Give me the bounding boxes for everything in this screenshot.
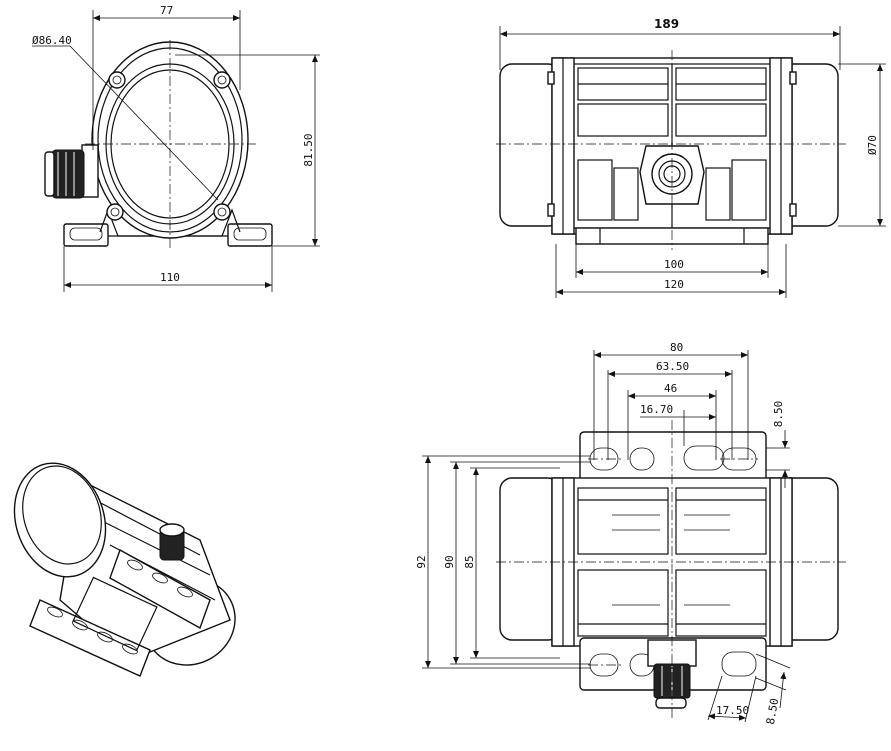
dim-120: 120 (664, 278, 684, 291)
side-view (496, 50, 846, 250)
dim-16-70: 16.70 (640, 403, 673, 416)
dim-189: 189 (654, 17, 679, 31)
side-view-dimensions: 189 Ø70 100 120 (499, 17, 886, 298)
dim-diameter-70: Ø70 (866, 135, 879, 155)
dim-77: 77 (160, 4, 173, 17)
top-view-dimensions: 80 63.50 46 16.70 8.50 92 90 85 (415, 341, 791, 726)
top-view (496, 420, 846, 720)
dim-81-50: 81.50 (302, 133, 315, 166)
dim-110: 110 (160, 271, 180, 284)
dim-8-50-top: 8.50 (772, 401, 785, 428)
dim-100: 100 (664, 258, 684, 271)
isometric-view (13, 462, 236, 677)
dim-85: 85 (463, 555, 476, 568)
front-view (32, 40, 273, 250)
dim-90: 90 (443, 555, 456, 568)
dim-17-50: 17.50 (716, 704, 749, 717)
dim-63-50: 63.50 (656, 360, 689, 373)
dim-diameter-86-40: Ø86.40 (32, 34, 72, 47)
dim-46: 46 (664, 382, 677, 395)
front-view-dimensions: 77 Ø86.40 81.50 110 (32, 4, 320, 292)
dim-8-50-bottom: 8.50 (764, 697, 781, 725)
dim-92: 92 (415, 555, 428, 568)
dim-80: 80 (670, 341, 683, 354)
